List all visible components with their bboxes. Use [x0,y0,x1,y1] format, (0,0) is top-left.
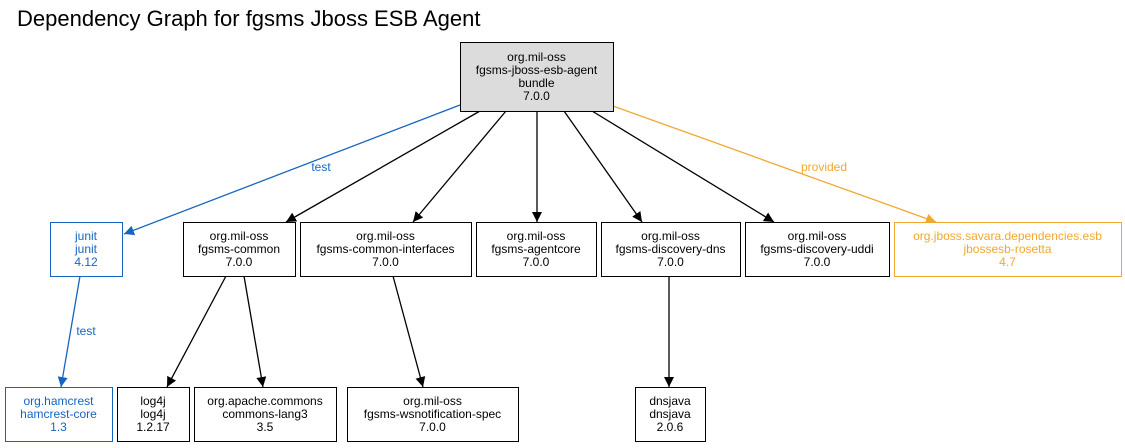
node-rosetta: org.jboss.savara.dependencies.esbjbosses… [894,222,1122,277]
node-text-log4j-1: log4j [140,407,165,421]
node-text-root-1: fgsms-jboss-esb-agent [476,63,598,77]
node-text-log4j-0: log4j [140,394,165,408]
node-text-rosetta-0: org.jboss.savara.dependencies.esb [913,229,1102,243]
node-text-agentcore-0: org.mil-oss [507,229,566,243]
node-text-rosetta-1: jbossesb-rosetta [962,242,1051,256]
edge-common-to-log4j [166,275,227,388]
node-text-root-0: org.mil-oss [507,50,566,64]
node-text-discovery-dns-2: 7.0.0 [657,255,684,269]
edge-root-to-discovery-dns [563,110,643,223]
node-text-hamcrest-1: hamcrest-core [20,407,97,421]
node-text-dnsjava-0: dnsjava [649,394,691,408]
node-text-wsnotification-0: org.mil-oss [403,394,462,408]
node-text-dnsjava-2: 2.0.6 [657,420,684,434]
node-box-discovery-dns [601,222,741,277]
node-box-junit [50,222,123,277]
node-text-hamcrest-0: org.hamcrest [23,394,94,408]
edge-common-interfaces-to-wsnotification [392,275,426,388]
node-box-root [460,42,614,112]
node-text-common-interfaces-2: 7.0.0 [372,255,399,269]
node-text-commons-lang3-1: commons-lang3 [222,407,308,421]
edge-root-to-discovery-uddi [591,110,775,223]
node-text-common-interfaces-0: org.mil-oss [356,229,415,243]
node-box-commons-lang3 [194,387,337,442]
node-text-log4j-2: 1.2.17 [136,420,170,434]
nodes-layer: org.mil-ossfgsms-jboss-esb-agentbundle7.… [5,42,1122,442]
node-wsnotification: org.mil-ossfgsms-wsnotification-spec7.0.… [347,387,519,442]
edge-root-to-rosetta [612,105,937,224]
edge-label-root-to-junit: test [311,160,331,174]
node-text-common-1: fgsms-common [198,242,280,256]
node-box-rosetta [894,222,1122,277]
node-text-common-2: 7.0.0 [226,255,253,269]
node-text-root-2: bundle [518,76,554,90]
node-text-wsnotification-2: 7.0.0 [419,420,446,434]
node-text-commons-lang3-2: 3.5 [257,420,274,434]
node-text-junit-1: junit [74,242,98,256]
node-box-common-interfaces [300,222,472,277]
node-text-root-3: 7.0.0 [523,89,550,103]
edge-common-to-commons-lang3 [243,275,267,388]
node-box-discovery-uddi [745,222,890,277]
node-root: org.mil-ossfgsms-jboss-esb-agentbundle7.… [460,42,614,112]
node-box-agentcore [476,222,597,277]
edge-label-junit-to-hamcrest: test [76,324,96,338]
node-text-wsnotification-1: fgsms-wsnotification-spec [364,407,501,421]
node-text-junit-0: junit [74,229,98,243]
edge-label-root-to-rosetta: provided [801,160,847,174]
node-box-wsnotification [347,387,519,442]
node-text-rosetta-2: 4.7 [999,255,1016,269]
node-text-discovery-dns-0: org.mil-oss [641,229,700,243]
node-box-log4j [117,387,190,442]
page-title: Dependency Graph for fgsms Jboss ESB Age… [17,6,481,31]
edge-junit-to-hamcrest [57,275,81,388]
node-text-commons-lang3-0: org.apache.commons [207,394,322,408]
node-box-dnsjava [635,387,706,442]
node-text-discovery-uddi-2: 7.0.0 [804,255,831,269]
node-box-hamcrest [5,387,113,442]
edges-layer: test provided test [57,104,937,388]
node-text-discovery-uddi-1: fgsms-discovery-uddi [760,242,873,256]
node-text-discovery-dns-1: fgsms-discovery-dns [615,242,725,256]
edge-root-to-common [285,110,481,223]
node-text-discovery-uddi-0: org.mil-oss [788,229,847,243]
node-text-junit-2: 4.12 [74,255,98,269]
node-text-dnsjava-1: dnsjava [649,407,691,421]
node-text-agentcore-1: fgsms-agentcore [491,242,581,256]
node-box-common [183,222,296,277]
node-text-hamcrest-2: 1.3 [50,420,67,434]
node-text-common-0: org.mil-oss [210,229,269,243]
edge-root-to-junit [123,104,461,236]
node-text-agentcore-2: 7.0.0 [523,255,550,269]
node-text-common-interfaces-1: fgsms-common-interfaces [316,242,454,256]
edge-root-to-common-interfaces [412,110,507,223]
